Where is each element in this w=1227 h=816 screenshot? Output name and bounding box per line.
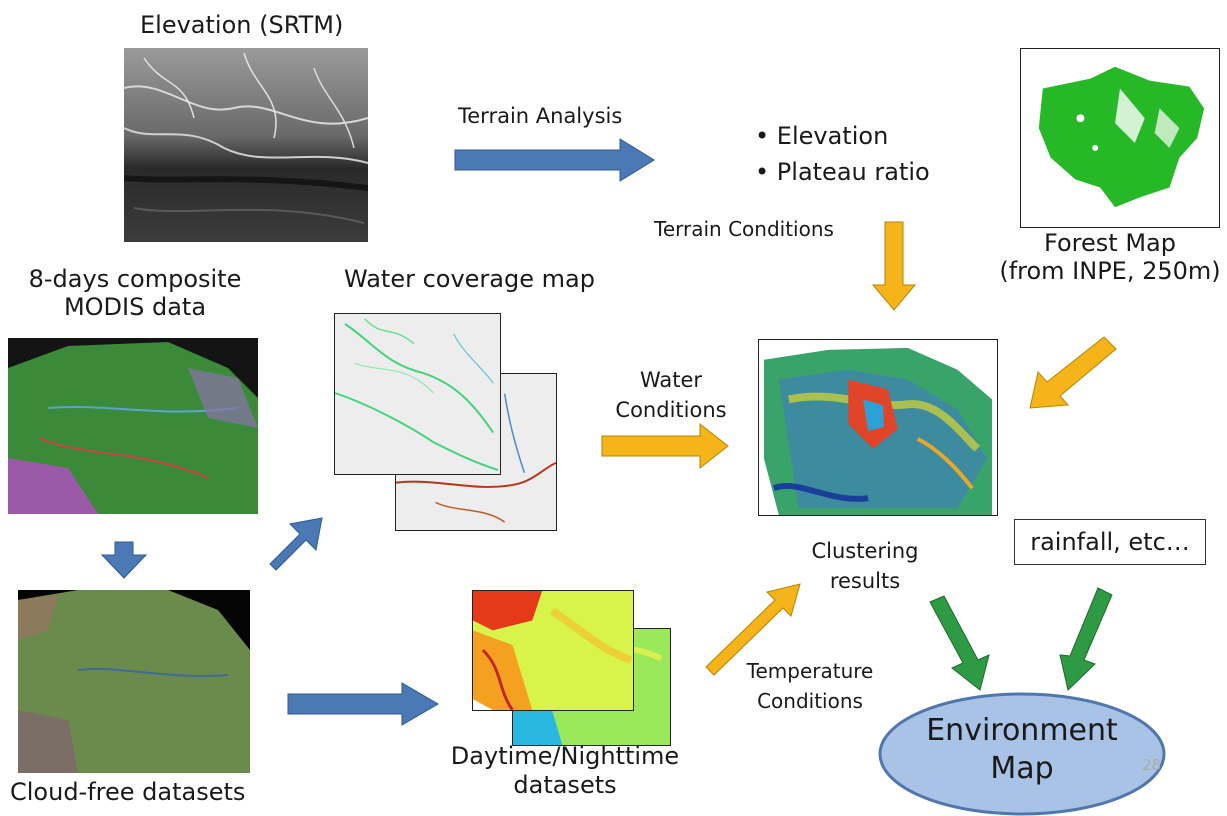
arrow-clustering-to-env [929, 595, 990, 691]
clustering-label: Clustering results [811, 539, 919, 593]
terrain-analysis-label: Terrain Analysis [458, 104, 623, 128]
arrow-terrain-analysis [454, 138, 655, 182]
rainfall-label: rainfall, etc… [1030, 528, 1190, 556]
terrain-factor-plateau-ratio: • Plateau ratio [755, 158, 930, 186]
terrain-factors-list: • Elevation • Plateau ratio [755, 118, 930, 190]
terrain-conditions-label: Terrain Conditions [654, 217, 834, 241]
clustering-image [758, 339, 998, 516]
water-conditions-label: Water Conditions [615, 368, 727, 422]
rainfall-box: rainfall, etc… [1014, 519, 1206, 565]
arrow-rainfall-to-env [1059, 587, 1113, 691]
environment-map-ellipse: Environment Map [876, 688, 1168, 816]
forest-map-image [1020, 48, 1220, 228]
cloud-free-label: Cloud-free datasets [10, 778, 246, 806]
elevation-image [124, 48, 368, 242]
page-number: 28 [1142, 756, 1162, 774]
arrow-modis-to-cloudfree [100, 541, 148, 579]
arrow-terrain-conditions [871, 221, 917, 311]
water-map-image-front [334, 313, 501, 475]
arrow-to-daynight [287, 682, 439, 726]
elevation-title: Elevation (SRTM) [140, 11, 344, 39]
day-night-label: Daytime/Nighttime datasets [450, 742, 680, 799]
forest-map-label: Forest Map (from INPE, 250m) [999, 229, 1221, 285]
cloud-free-image [18, 590, 250, 773]
environment-map-label: Environment Map [926, 713, 1118, 786]
temperature-conditions-label: Temperature Conditions [746, 659, 874, 713]
modis-image [8, 338, 258, 514]
water-map-title: Water coverage map [344, 265, 595, 293]
temperature-image-front [472, 590, 634, 711]
arrow-forest-map [1029, 336, 1117, 409]
terrain-factor-elevation: • Elevation [755, 122, 889, 150]
modis-label: 8-days composite MODIS data [28, 265, 242, 321]
arrow-to-water-map [269, 517, 323, 571]
arrow-water-conditions [601, 422, 729, 470]
